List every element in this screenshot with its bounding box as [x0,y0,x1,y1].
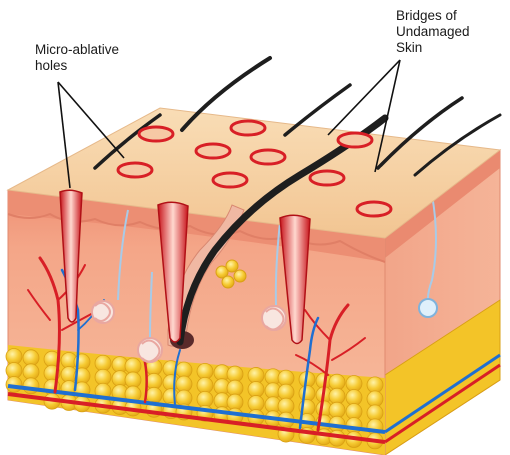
surface-hole-ring [338,133,372,147]
surface-hole-ring [310,171,344,185]
surface-hole-ring [118,163,152,177]
label-micro-ablative-holes: Micro-ablative holes [35,42,119,74]
surface-hole-ring [213,173,247,187]
surface-hole-ring [139,127,173,141]
surface-hole-ring [357,202,391,216]
surface-hole-ring [196,144,230,158]
label-bridges-undamaged-skin: Bridges of Undamaged Skin [396,8,470,56]
surface-hole-ring [251,150,285,164]
surface-hole-ring [231,121,265,135]
